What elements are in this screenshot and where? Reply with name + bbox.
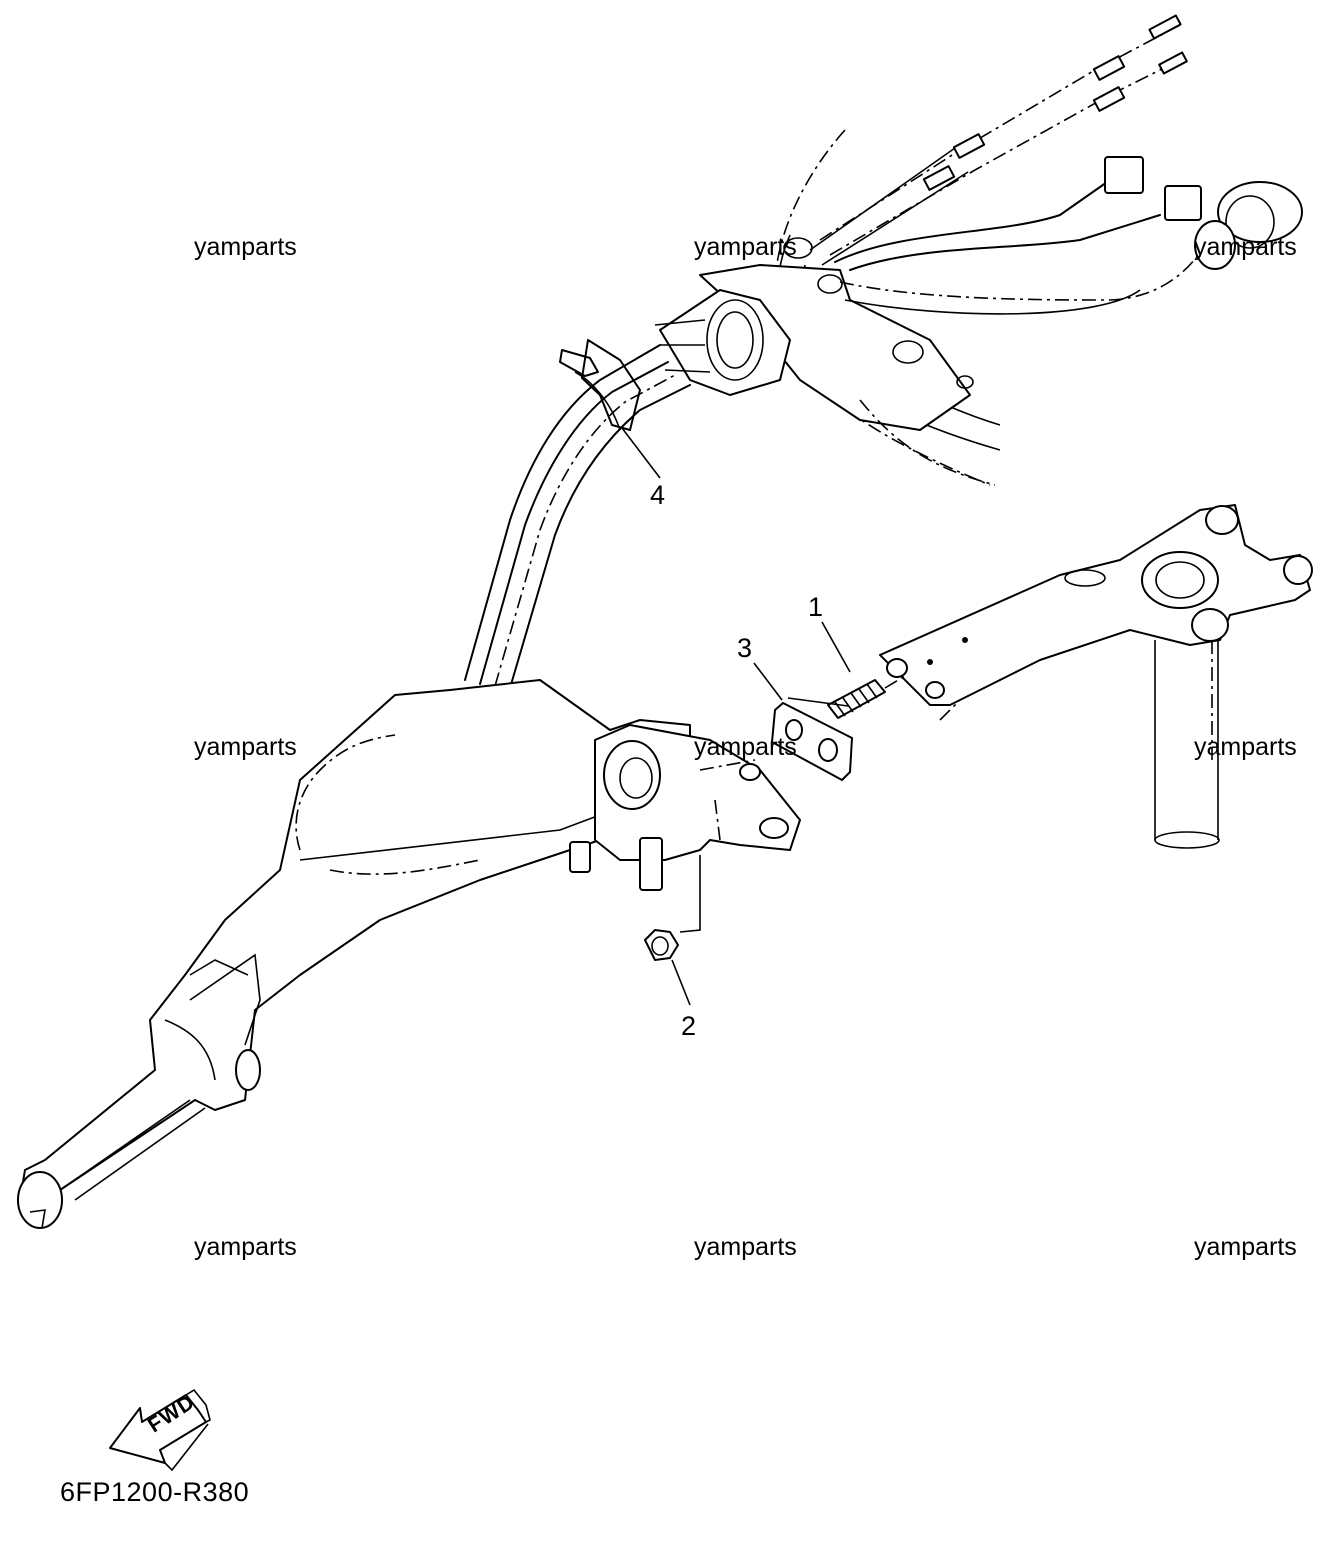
callout-4: 4 xyxy=(650,480,666,510)
watermark-text: yamparts xyxy=(694,1233,797,1261)
upper-bracket-assembly xyxy=(654,129,1001,486)
cable-harness xyxy=(464,339,691,689)
part-1-bolt xyxy=(787,621,906,719)
connector-box-2 xyxy=(1164,185,1202,221)
pivot-bracket xyxy=(569,724,801,933)
callout-1: 1 xyxy=(808,592,824,622)
callout-2: 2 xyxy=(681,1011,697,1041)
part-3-plate xyxy=(753,662,853,781)
part-2-nut xyxy=(644,929,691,1006)
watermark-text: yamparts xyxy=(1194,233,1297,261)
connector-box-1 xyxy=(1104,156,1144,194)
watermark-text: yamparts xyxy=(694,733,797,761)
callout-3: 3 xyxy=(737,633,753,663)
fwd-arrow xyxy=(109,1388,211,1472)
watermark-text: yamparts xyxy=(194,1233,297,1261)
watermark-text: yamparts xyxy=(1194,733,1297,761)
watermark-text: yamparts xyxy=(1194,1233,1297,1261)
figure-code: 6FP1200-R380 xyxy=(60,1477,250,1507)
control-cables xyxy=(809,14,1303,315)
steering-arm xyxy=(879,504,1313,849)
cable-end-2 xyxy=(1092,51,1188,112)
watermark-text: yamparts xyxy=(194,733,297,761)
coupler xyxy=(1194,181,1303,270)
cable-end-1 xyxy=(1092,14,1182,81)
watermark-text: yamparts xyxy=(194,233,297,261)
watermark-text: yamparts xyxy=(694,233,797,261)
tiller-handle xyxy=(17,679,691,1229)
